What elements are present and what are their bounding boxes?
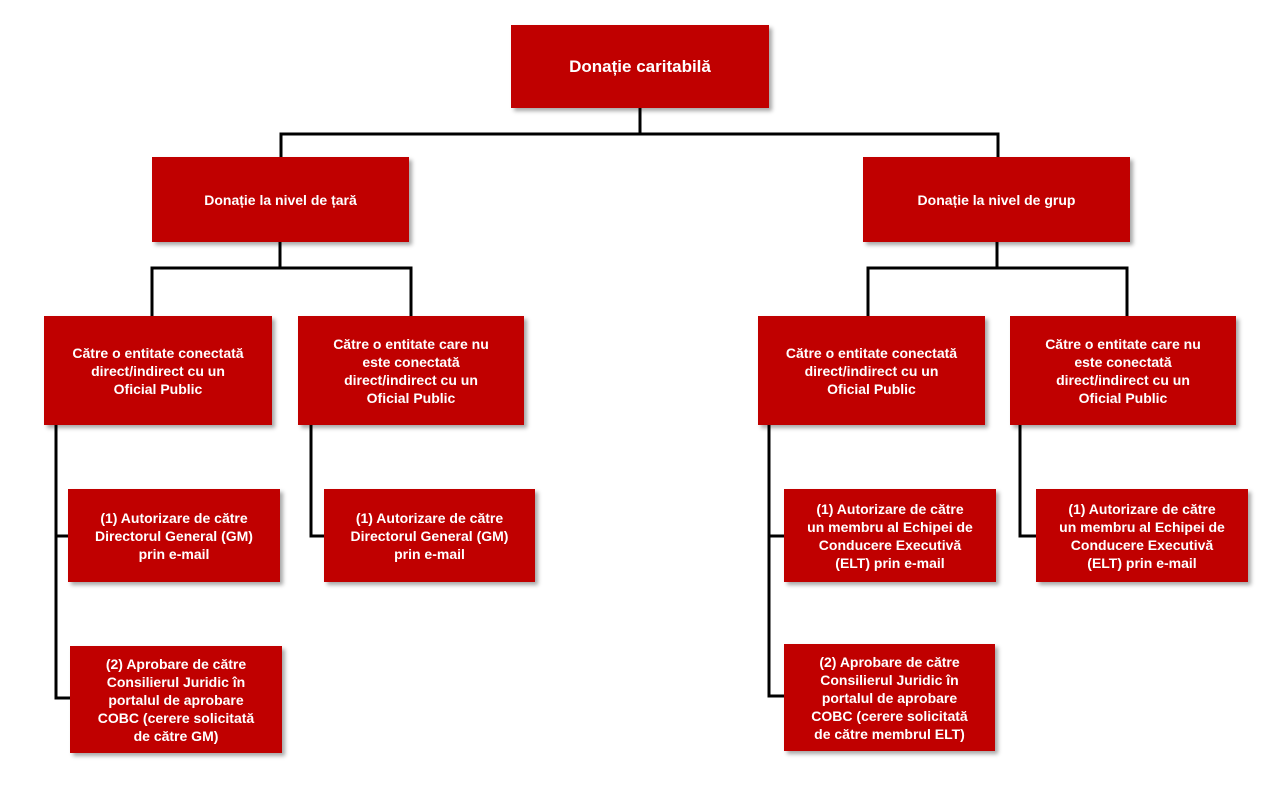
root-node: Donație caritabilă <box>511 25 769 108</box>
connector-group-to-children <box>866 240 1129 318</box>
connector-group-connected-steps <box>767 423 786 698</box>
group-level-node: Donație la nivel de grup <box>863 157 1130 242</box>
country-connected-step1-node: (1) Autorizare de către Directorul Gener… <box>68 489 280 582</box>
country-not-connected-node: Către o entitate care nu este conectată … <box>298 316 524 425</box>
connector-group-notconnected-step <box>1018 423 1038 538</box>
group-not-connected-node: Către o entitate care nu este conectată … <box>1010 316 1236 425</box>
group-not-connected-step1-node: (1) Autorizare de către un membru al Ech… <box>1036 489 1248 582</box>
connector-root-to-level1 <box>279 106 1000 159</box>
country-connected-step2-node: (2) Aprobare de către Consilierul Juridi… <box>70 646 282 753</box>
group-connected-step1-node: (1) Autorizare de către un membru al Ech… <box>784 489 996 582</box>
connector-country-connected-steps <box>54 423 72 700</box>
country-level-node: Donație la nivel de țară <box>152 157 409 242</box>
group-connected-step2-node: (2) Aprobare de către Consilierul Juridi… <box>784 644 995 751</box>
country-connected-node: Către o entitate conectată direct/indire… <box>44 316 272 425</box>
group-connected-node: Către o entitate conectată direct/indire… <box>758 316 985 425</box>
connector-country-notconnected-step <box>309 423 326 538</box>
connector-country-to-children <box>150 240 413 318</box>
country-not-connected-step1-node: (1) Autorizare de către Directorul Gener… <box>324 489 535 582</box>
